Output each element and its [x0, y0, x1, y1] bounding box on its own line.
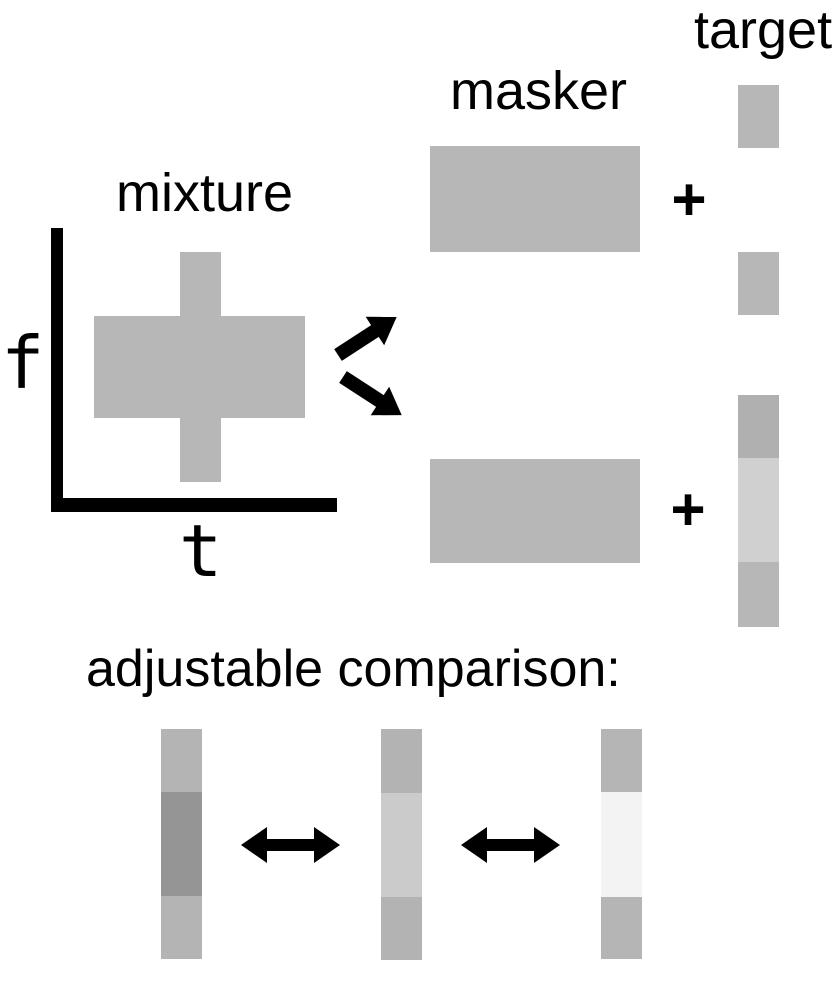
upper-band	[161, 729, 202, 792]
time-axis-line	[51, 498, 337, 512]
middle-band	[381, 793, 422, 897]
masker-rect-top	[430, 146, 640, 252]
comparison-bar-dark	[161, 729, 202, 959]
middle-band	[161, 792, 202, 896]
freq-axis-line	[51, 228, 63, 512]
middle-band	[601, 792, 642, 897]
target-lower-band	[738, 252, 779, 315]
freq-axis-label: f	[1, 321, 45, 405]
target-gap	[738, 148, 779, 252]
target-column-bottom	[738, 395, 779, 627]
lower-band	[601, 897, 642, 959]
lower-band	[161, 896, 202, 959]
mixture-label: mixture	[116, 163, 294, 223]
split-arrows-icon	[334, 316, 402, 416]
masker-rect-bottom	[430, 459, 640, 563]
target-upper-band	[738, 395, 779, 458]
time-axis-label: t	[179, 509, 223, 593]
target-column-top	[738, 85, 779, 315]
plus-sign-top: +	[671, 166, 707, 233]
plus-sign-bottom: +	[670, 476, 706, 543]
comparison-title: adjustable comparison:	[86, 640, 621, 698]
target-upper-band	[738, 85, 779, 148]
comparison-bar-light	[601, 729, 642, 959]
upper-band	[601, 729, 642, 792]
comparison-bar-medium	[381, 729, 422, 960]
arrow-up-right-icon	[334, 316, 397, 361]
double-arrow-left-icon	[241, 827, 340, 863]
lower-band	[381, 897, 422, 960]
upper-band	[381, 729, 422, 793]
masker-label: masker	[450, 61, 628, 121]
target-label: target	[694, 0, 833, 60]
double-arrow-right-icon	[461, 827, 560, 863]
target-overlap-band	[738, 458, 779, 562]
arrow-down-right-icon	[339, 371, 402, 416]
mixture-patch-horizontal	[94, 316, 305, 418]
target-lower-band	[738, 562, 779, 627]
